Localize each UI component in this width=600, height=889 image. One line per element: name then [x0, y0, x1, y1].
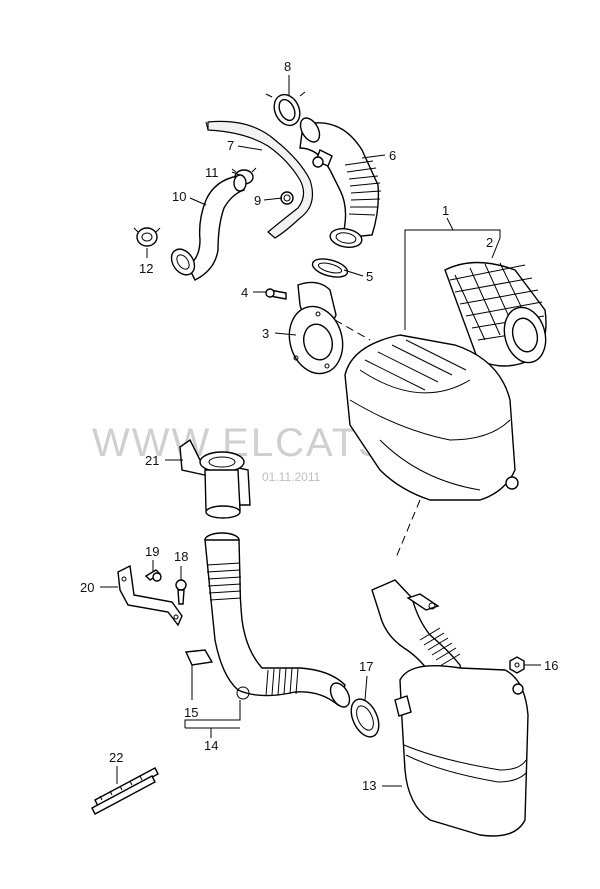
callout-6: 6: [389, 148, 396, 163]
part-5-clamp[interactable]: [311, 256, 350, 281]
part-17-clamp[interactable]: [346, 695, 385, 741]
callout-7: 7: [227, 138, 234, 153]
callout-22: 22: [109, 750, 123, 765]
callout-5: 5: [366, 269, 373, 284]
callout-2: 2: [486, 235, 493, 250]
callout-3: 3: [262, 326, 269, 341]
part-1-air-filter-housing[interactable]: [344, 334, 519, 501]
part-22-cable-ties[interactable]: [91, 767, 159, 815]
part-2-filter-element[interactable]: [444, 261, 552, 368]
callout-14: 14: [204, 738, 218, 753]
leader-line: [491, 237, 501, 259]
date-stamp: 01.11.2011: [262, 470, 321, 484]
part-7-vent-hose[interactable]: [205, 120, 313, 239]
callout-9: 9: [254, 193, 261, 208]
part-15-clip[interactable]: [184, 649, 214, 666]
part-4-bolt[interactable]: [265, 288, 287, 300]
part-12-clamp[interactable]: [133, 227, 161, 247]
callout-1: 1: [442, 203, 449, 218]
callout-15: 15: [184, 705, 198, 720]
part-19-screw[interactable]: [144, 569, 162, 582]
callouts: 1 2 3 4 5 6 7 8 9 10 11 12 13 14 15 16 1…: [80, 59, 558, 793]
part-6-hose[interactable]: [297, 115, 382, 250]
part-18-screw[interactable]: [175, 579, 187, 605]
part-13-resonator[interactable]: [371, 579, 529, 837]
part-9-clip[interactable]: [280, 191, 294, 205]
callout-13: 13: [362, 778, 376, 793]
assembly-line: [334, 319, 371, 341]
part-10-hose[interactable]: [167, 174, 247, 281]
callout-8: 8: [284, 59, 291, 74]
group-bracket-14: [184, 700, 241, 728]
part-21-inlet-bracket[interactable]: [179, 438, 251, 519]
callout-10: 10: [172, 189, 186, 204]
callout-19: 19: [145, 544, 159, 559]
leader-line: [446, 217, 454, 231]
callout-4: 4: [241, 285, 248, 300]
part-16-nut[interactable]: [509, 656, 525, 674]
callout-16: 16: [544, 658, 558, 673]
callout-18: 18: [174, 549, 188, 564]
callout-17: 17: [359, 659, 373, 674]
leader-lines: [100, 75, 541, 787]
callout-11: 11: [205, 165, 219, 180]
part-8-clamp[interactable]: [265, 90, 306, 129]
callout-12: 12: [139, 261, 153, 276]
callout-21: 21: [145, 453, 159, 468]
part-3-adapter[interactable]: [282, 281, 350, 379]
part-20-bracket[interactable]: [117, 564, 183, 627]
assembly-line: [394, 499, 421, 561]
callout-20: 20: [80, 580, 94, 595]
part-14-intake-duct[interactable]: [204, 532, 353, 710]
